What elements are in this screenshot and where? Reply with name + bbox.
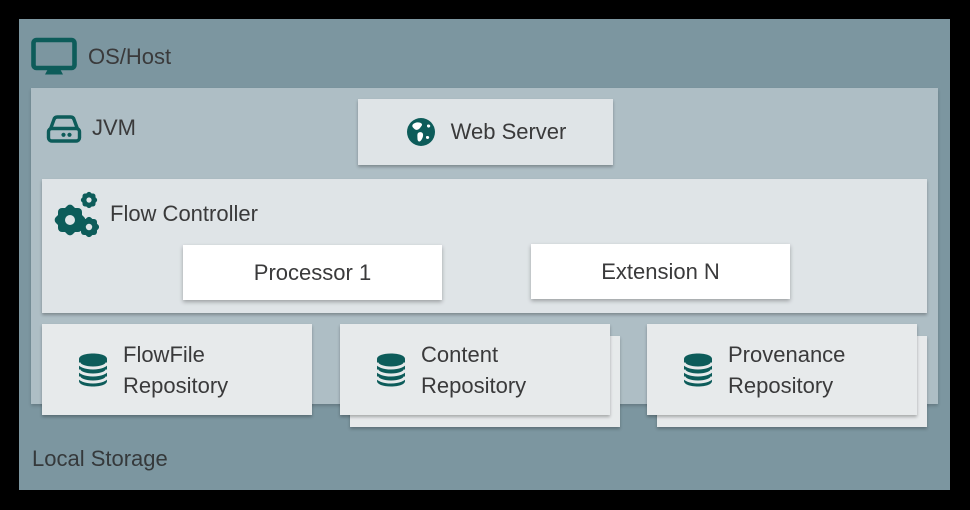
extension-box: Extension N <box>531 244 790 299</box>
os-host-container: OS/Host JVM Web <box>19 19 950 490</box>
monitor-icon <box>31 37 77 75</box>
flowfile-repository-card: FlowFile Repository <box>42 324 312 415</box>
database-icon <box>375 353 407 386</box>
os-host-label: OS/Host <box>88 44 172 69</box>
local-storage-label: Local Storage <box>32 446 168 471</box>
jvm-header: JVM <box>44 109 136 147</box>
flow-controller-header: Flow Controller <box>51 189 258 239</box>
database-icon <box>682 353 714 386</box>
flow-controller-label: Flow Controller <box>110 201 258 226</box>
gears-icon <box>54 191 99 238</box>
flow-controller-box: Flow Controller Processor 1 Extension N <box>42 179 927 313</box>
drive-icon <box>46 115 82 143</box>
content-repository-label: Content Repository <box>421 341 527 398</box>
database-icon <box>77 353 109 386</box>
processor-box: Processor 1 <box>183 245 442 300</box>
globe-icon <box>406 118 435 146</box>
web-server-label: Web Server <box>450 119 567 144</box>
content-repository-card: Content Repository <box>340 324 610 415</box>
jvm-container: JVM Web Server <box>31 88 938 427</box>
os-host-header: OS/Host <box>31 36 171 78</box>
web-server-box: Web Server <box>358 99 613 165</box>
provenance-repository-label: Provenance Repository <box>728 341 846 398</box>
provenance-repository-card: Provenance Repository <box>647 324 917 415</box>
flowfile-repository-label: FlowFile Repository <box>123 341 229 398</box>
jvm-label: JVM <box>92 115 136 140</box>
